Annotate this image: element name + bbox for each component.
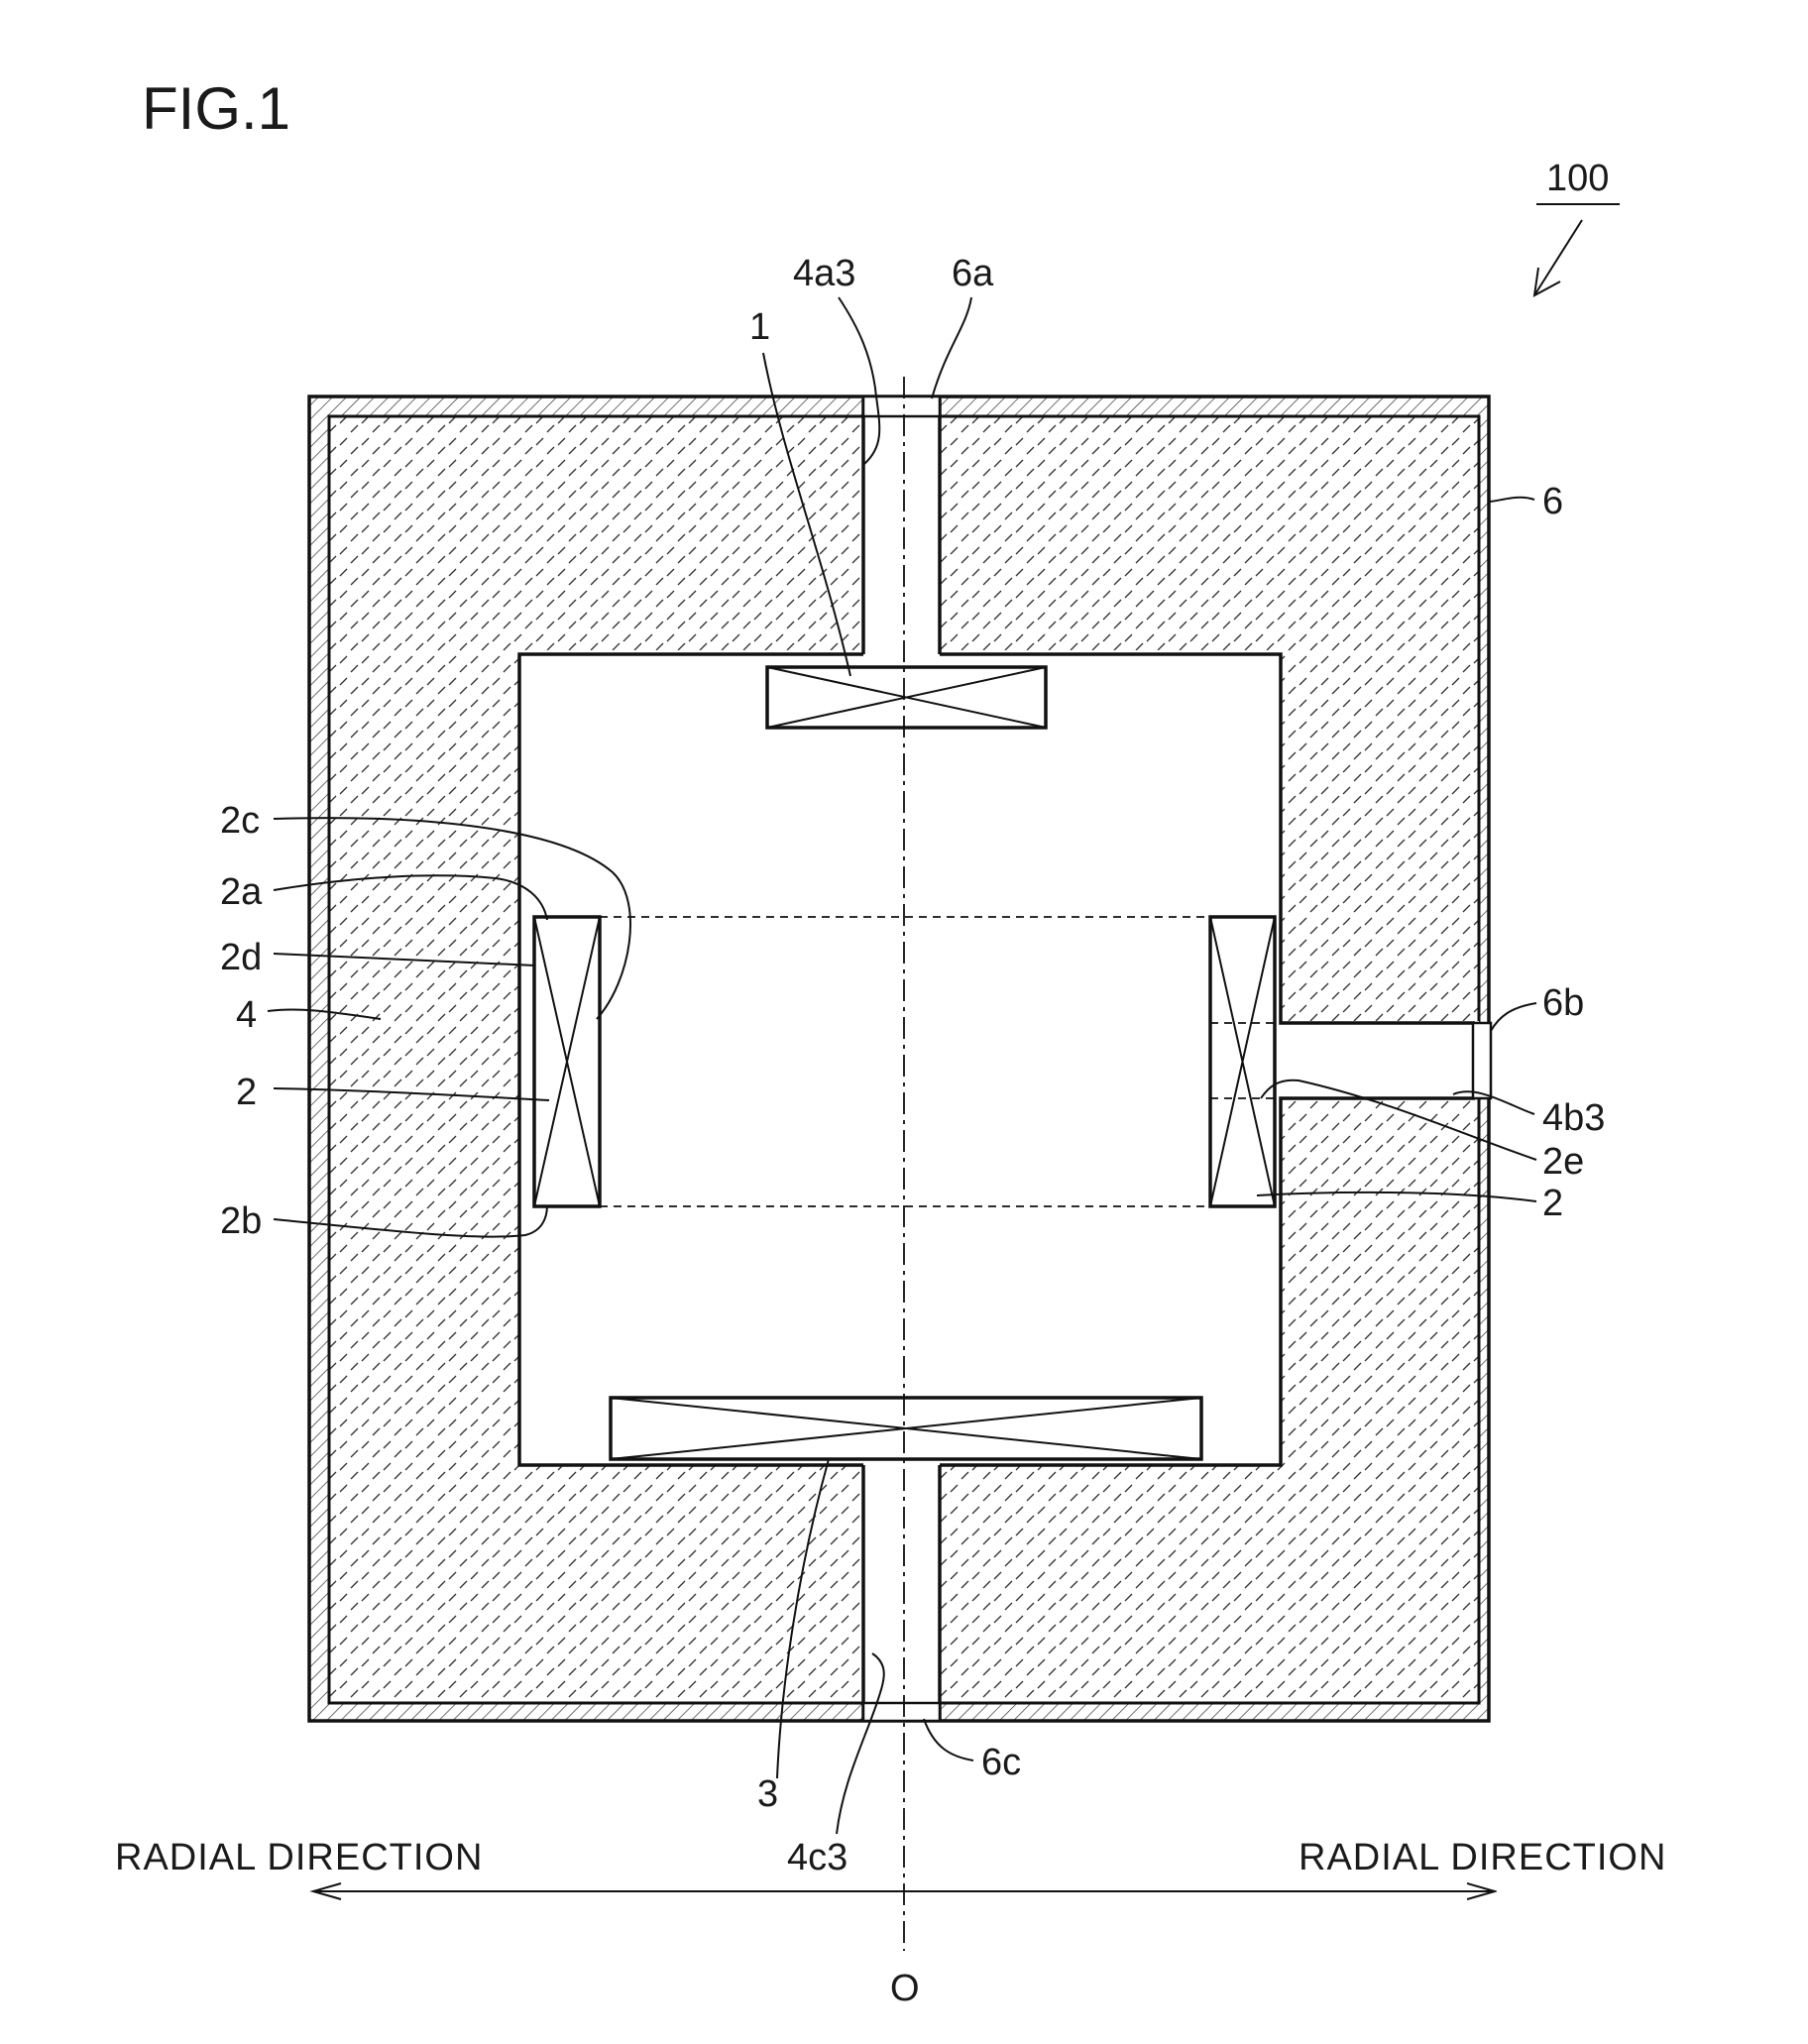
ref-4: 4 [236, 994, 257, 1036]
ref-100-arrow [1534, 220, 1582, 295]
ref-2d: 2d [220, 937, 262, 978]
figure-title: FIG.1 [142, 75, 290, 142]
opening-6b [1473, 1023, 1491, 1098]
ref-6a: 6a [952, 253, 994, 294]
axis-label-O: O [890, 1968, 920, 2009]
ref-6: 6 [1542, 481, 1563, 522]
ref-3: 3 [757, 1773, 778, 1815]
ref-2-left: 2 [236, 1072, 257, 1113]
opening-6a [863, 397, 940, 416]
ref-2c: 2c [220, 800, 260, 842]
ref-2b: 2b [220, 1200, 262, 1242]
ref-100-arrowhead [1534, 268, 1560, 295]
ref-6c: 6c [981, 1742, 1021, 1783]
ref-4c3: 4c3 [787, 1837, 848, 1878]
ref-2a: 2a [220, 871, 263, 913]
radial-direction-right-label: RADIAL DIRECTION [1299, 1837, 1666, 1878]
ref-4a3: 4a3 [793, 253, 855, 294]
radial-direction-left-label: RADIAL DIRECTION [115, 1837, 483, 1878]
opening-6c [863, 1703, 940, 1721]
ref-2e: 2e [1542, 1141, 1584, 1183]
leader-6b [1491, 1003, 1536, 1031]
leader-6a [932, 297, 971, 398]
ref-6b: 6b [1542, 982, 1584, 1024]
ref-100: 100 [1546, 158, 1609, 199]
leader-6c [924, 1719, 973, 1760]
ref-4b3: 4b3 [1542, 1097, 1605, 1139]
ref-1: 1 [749, 306, 770, 348]
leader-6 [1489, 498, 1534, 502]
ref-2-right: 2 [1542, 1183, 1563, 1224]
